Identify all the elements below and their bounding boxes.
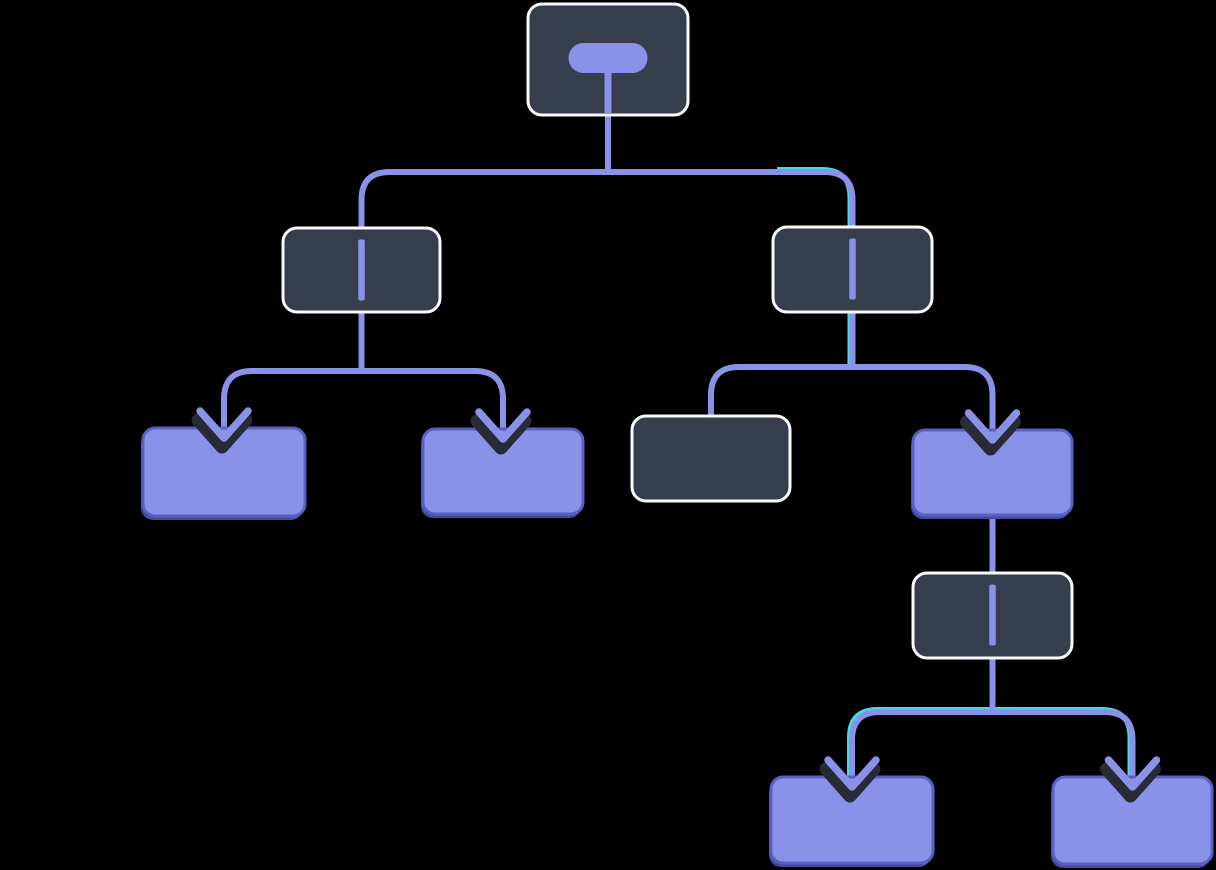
- branch-leaf-node-d[interactable]: [911, 428, 1074, 517]
- leaf-node-f[interactable]: [769, 775, 935, 865]
- edge-connector: [992, 709, 1136, 787]
- plain-node-c[interactable]: [630, 414, 792, 503]
- pass-through-bar-icon: [849, 238, 856, 300]
- edge-connector: [608, 169, 856, 229]
- root-pill-stem-icon: [604, 71, 612, 113]
- arrowhead-shadow-icon: [470, 414, 532, 455]
- edge-connector: [852, 364, 996, 440]
- arrowhead-shadow-icon: [191, 413, 253, 454]
- pass-through-bar-icon: [358, 239, 365, 301]
- edge-connector: [358, 169, 608, 230]
- arrowhead-icon: [824, 756, 880, 791]
- leaf-node-a[interactable]: [141, 426, 307, 518]
- arrowhead-icon: [964, 409, 1021, 444]
- arrowhead-icon: [1104, 756, 1161, 791]
- arrowhead-shadow-icon: [1100, 762, 1161, 803]
- leaf-node-b[interactable]: [421, 427, 585, 516]
- arrowhead-icon: [196, 407, 252, 442]
- arrowhead-shadow-icon: [819, 762, 881, 803]
- pass-through-bar-icon: [989, 584, 996, 646]
- edge-connector: [361, 368, 506, 439]
- edge-connector: [221, 368, 362, 438]
- root-pill-icon: [568, 43, 648, 73]
- edge-connector: [708, 364, 853, 418]
- leaf-node-g[interactable]: [1051, 775, 1214, 866]
- arrowhead-shadow-icon: [960, 415, 1021, 456]
- edge-connector: [849, 709, 993, 787]
- arrowhead-icon: [475, 408, 531, 443]
